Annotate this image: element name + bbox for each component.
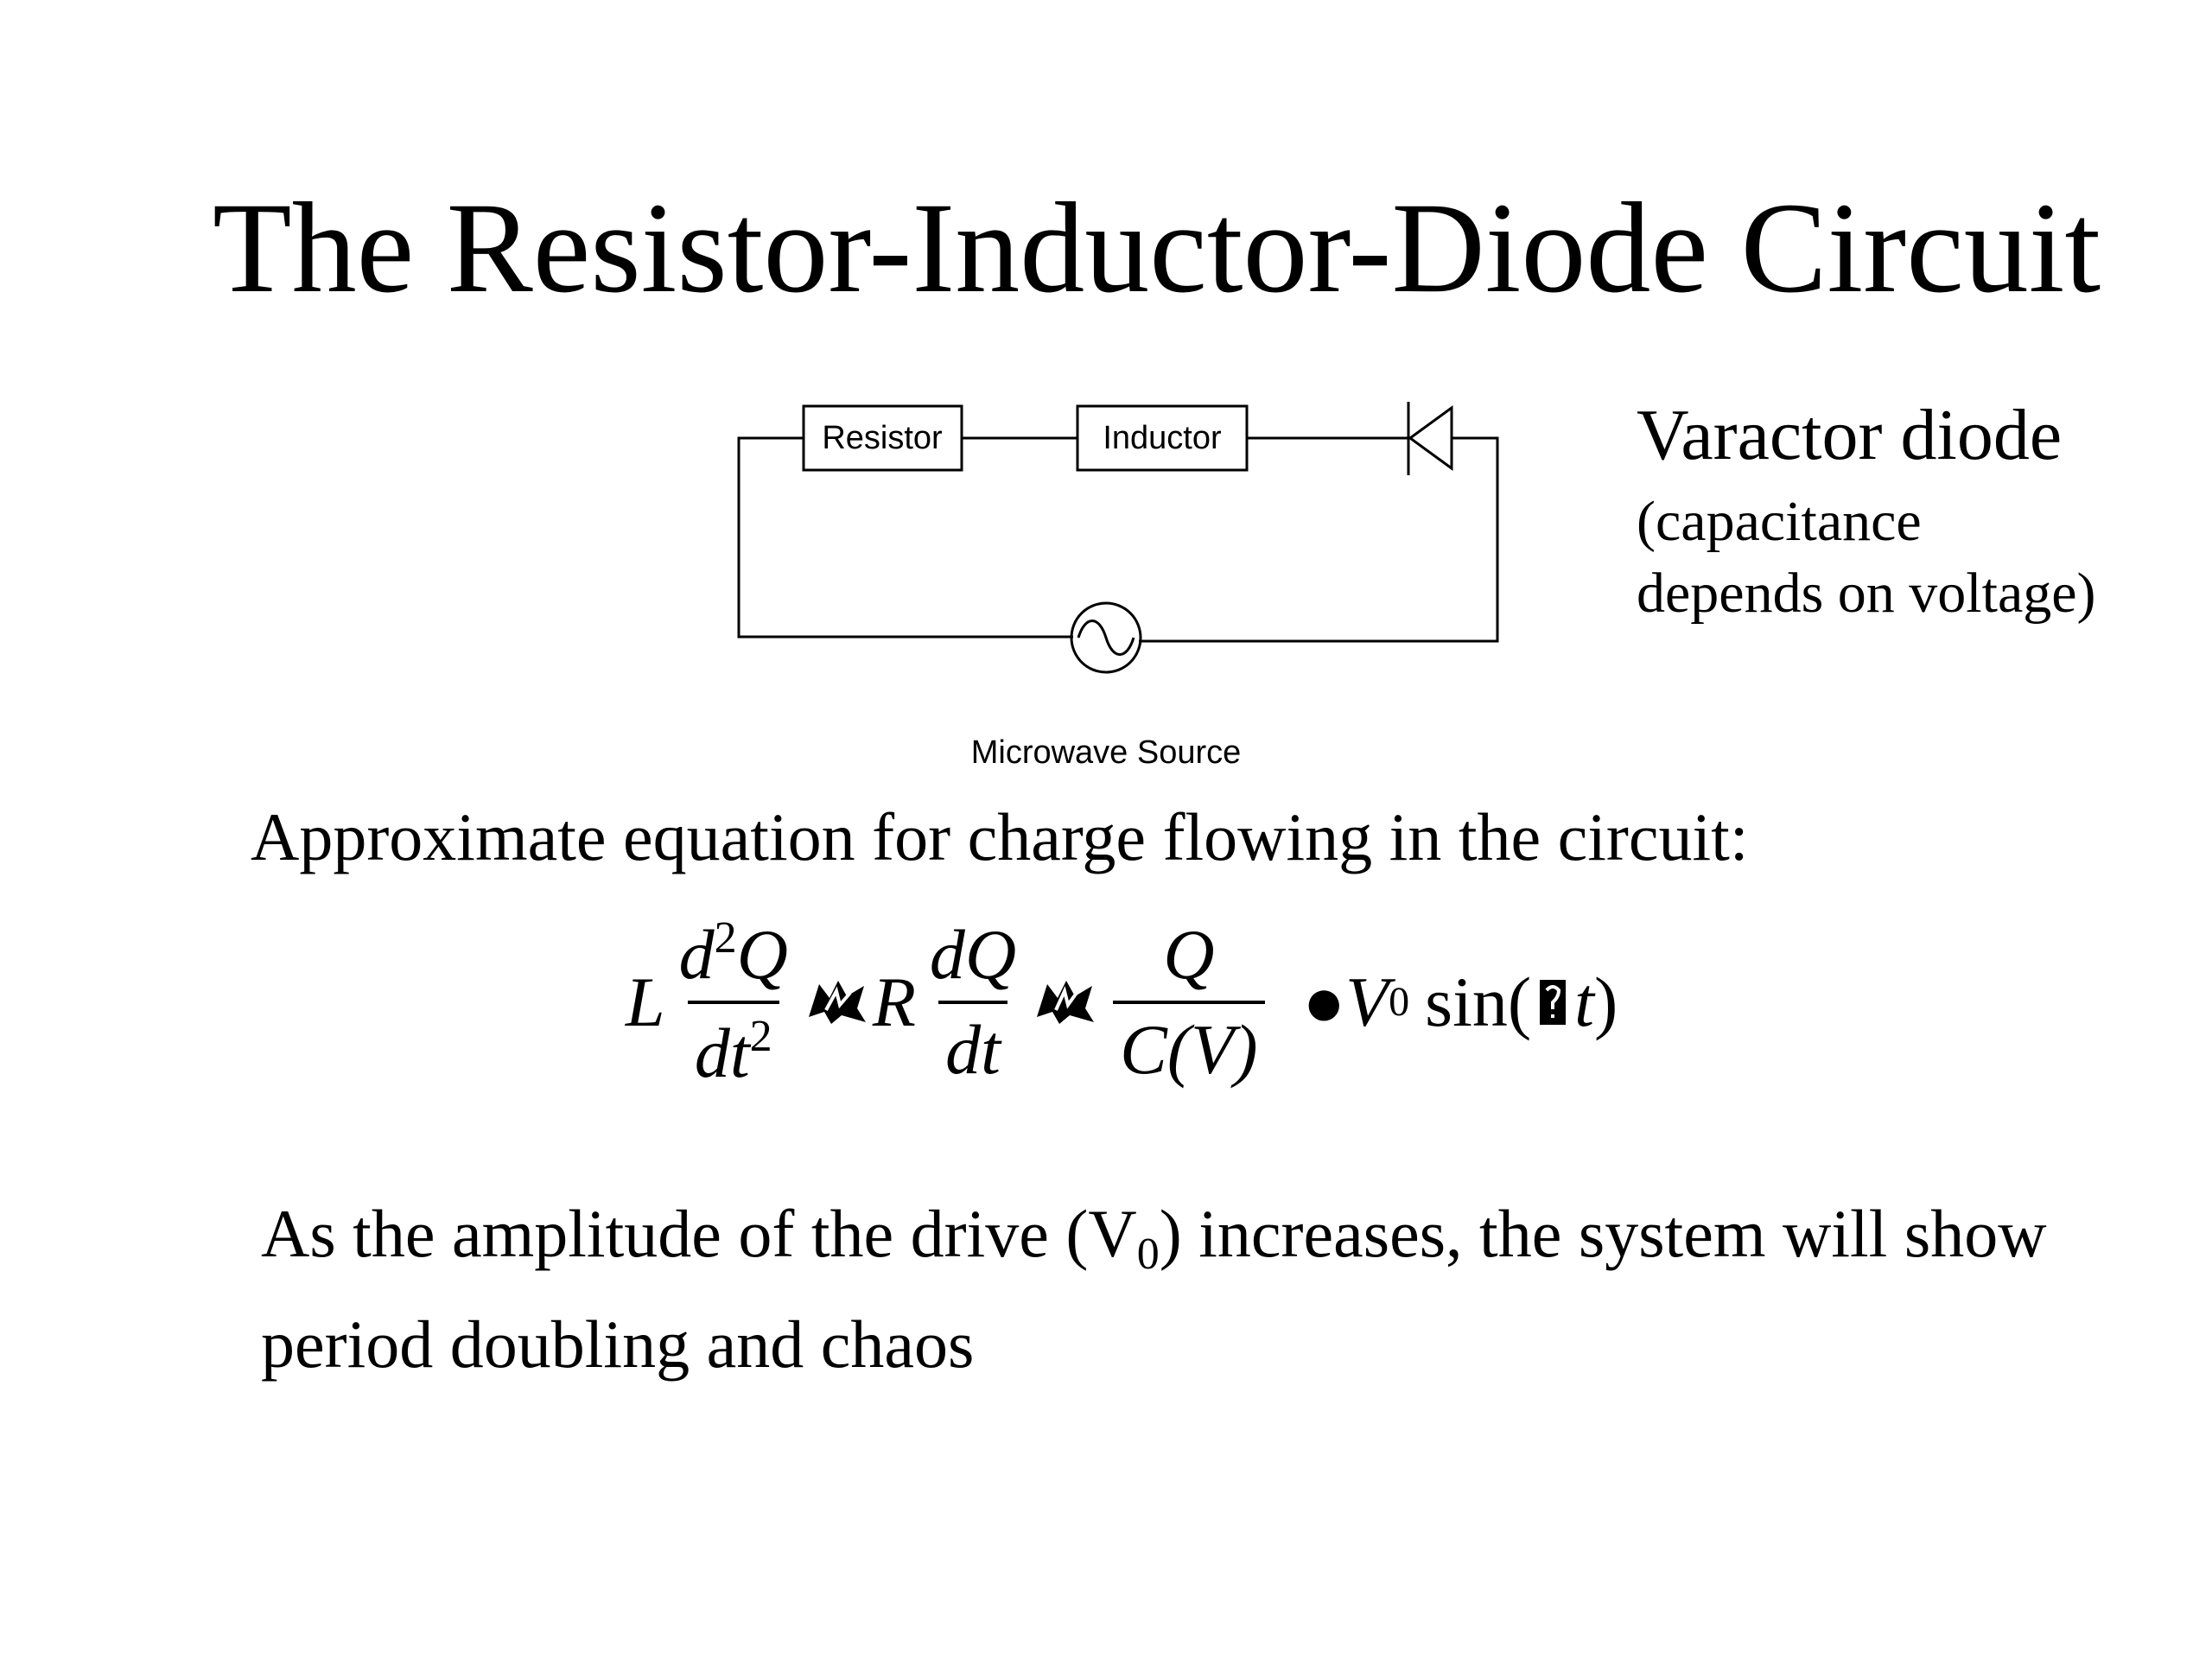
eq-R: R	[872, 963, 916, 1041]
wire-diode-right	[1139, 436, 1499, 643]
eq-close-paren: )	[1593, 963, 1618, 1041]
varactor-note: Varactor diode (capacitance depends on v…	[1637, 399, 2096, 629]
resistor-label: Resistor	[822, 420, 943, 456]
diode-symbol-icon	[1407, 402, 1453, 475]
eq-frac1-num-exp: 2	[714, 913, 737, 963]
conclusion-part-2: ) increases, the system will show period…	[261, 1196, 2047, 1382]
eq-frac2-num: dQ	[929, 915, 1017, 994]
conclusion-text: As the amplitude of the drive (V0) incre…	[261, 1189, 2162, 1389]
inductor-label: Inductor	[1103, 420, 1222, 456]
wire-left-top	[737, 436, 1073, 639]
eq-frac3-den: C(V)	[1113, 1001, 1265, 1085]
varactor-line-1: (capacitance	[1637, 490, 1922, 553]
eq-frac1-den-exp: 2	[749, 1012, 772, 1061]
resistor-box	[802, 404, 963, 472]
eq-frac-first-derivative: dQ dt	[923, 919, 1023, 1085]
eq-V: V	[1345, 963, 1389, 1041]
eq-frac1-num-Q: Q	[736, 915, 788, 994]
equation-intro: Approximate equation for charge flowing …	[251, 799, 1749, 874]
source-label: Microwave Source	[970, 734, 1242, 771]
eq-V-sub: 0	[1389, 979, 1410, 1025]
ac-source-icon	[1070, 601, 1142, 674]
varactor-line-2: depends on voltage)	[1637, 562, 2096, 625]
garbled-glyph-icon	[807, 979, 868, 1026]
eq-frac3-num: Q	[1163, 915, 1215, 994]
inductor-box	[1076, 404, 1249, 472]
eq-frac1-num-d: d	[678, 915, 715, 994]
eq-t: t	[1574, 963, 1594, 1041]
conclusion-part-1: As the amplitude of the drive (V	[261, 1196, 1137, 1271]
eq-L: L	[626, 963, 665, 1041]
garbled-glyph-icon	[1035, 979, 1096, 1026]
eq-frac2-den: dt	[938, 1001, 1007, 1085]
eq-frac-capacitance: Q C(V)	[1113, 915, 1265, 1085]
eq-frac-second-derivative: d2Q dt2	[672, 916, 795, 1089]
slide-title: The Resistor-Inductor-Diode Circuit	[213, 176, 2101, 320]
eq-bullet: ●	[1302, 963, 1346, 1041]
garbled-glyph-icon	[1538, 976, 1567, 1028]
eq-sin: sin(	[1425, 963, 1532, 1041]
eq-frac1-den-dt: dt	[694, 1014, 750, 1092]
varactor-title: Varactor diode	[1637, 395, 2063, 475]
conclusion-subscript: 0	[1136, 1230, 1160, 1279]
